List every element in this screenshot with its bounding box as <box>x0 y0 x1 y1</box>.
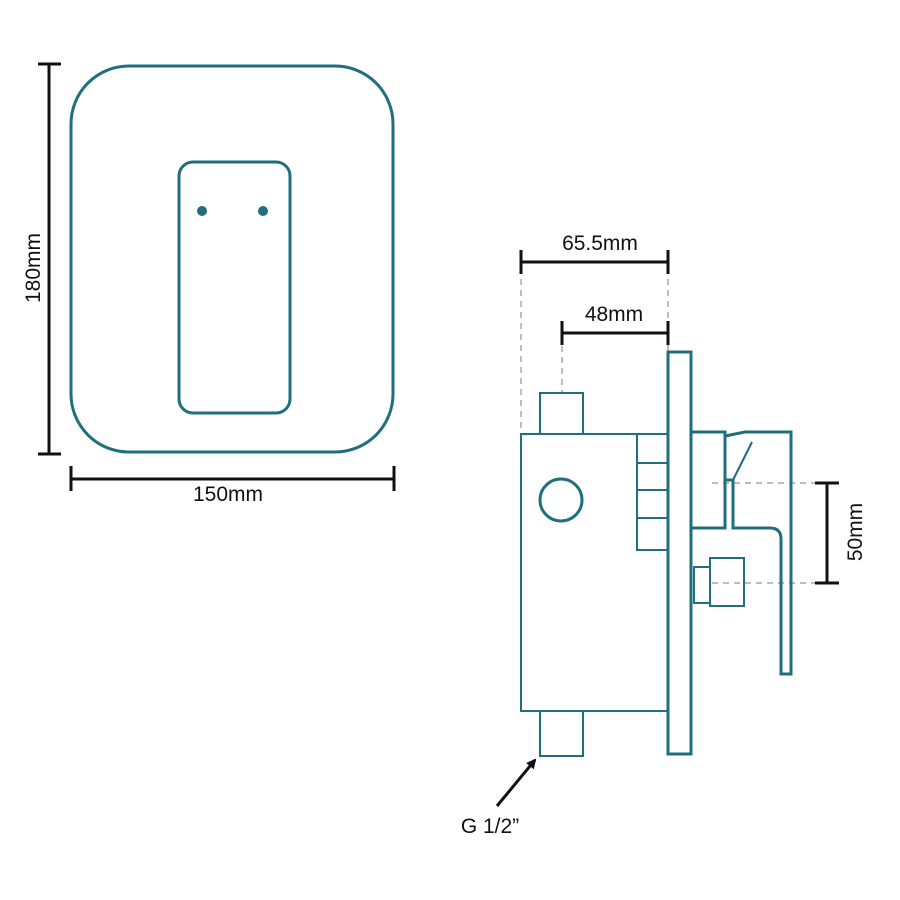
width-label: 150mm <box>193 483 263 506</box>
width-dimension: 150mm <box>69 466 396 506</box>
height-dimension: 180mm <box>22 62 61 456</box>
overall-depth-dimension: 65.5mm <box>519 232 670 274</box>
top-inlet-stub <box>539 392 584 435</box>
screw-dot-right <box>258 206 268 216</box>
side-port <box>538 477 584 523</box>
thread-label: G 1/2” <box>461 815 519 838</box>
spacer-block-2 <box>636 462 669 491</box>
overall-depth-label: 65.5mm <box>562 232 638 255</box>
bottom-thread-stub <box>539 710 584 757</box>
lever-handle-outline <box>177 160 292 415</box>
cover-plate-side <box>666 350 693 756</box>
thread-callout: G 1/2” <box>461 758 537 838</box>
height-label: 180mm <box>22 233 45 303</box>
side-view: 65.5mm 48mm 50mm G 1/2” <box>461 232 867 838</box>
cover-plate-outline <box>69 64 395 454</box>
outlet-spacing-label: 50mm <box>844 503 867 561</box>
screw-dot-left <box>197 206 207 216</box>
diverter-knob <box>709 557 745 607</box>
spacer-block-1 <box>636 433 669 464</box>
spacer-block-4 <box>636 517 669 551</box>
lever-handle-profile <box>724 430 793 676</box>
spacer-block-3 <box>636 489 669 519</box>
body-depth-label: 48mm <box>585 303 643 326</box>
lever-handle-inner-edge <box>732 441 753 481</box>
handle-hub <box>689 430 727 530</box>
valve-body <box>520 433 669 712</box>
diverter-collar <box>693 566 711 604</box>
outlet-spacing-dimension: 50mm <box>815 481 867 585</box>
front-view: 180mm 150mm <box>22 62 396 506</box>
body-depth-dimension: 48mm <box>560 303 670 345</box>
